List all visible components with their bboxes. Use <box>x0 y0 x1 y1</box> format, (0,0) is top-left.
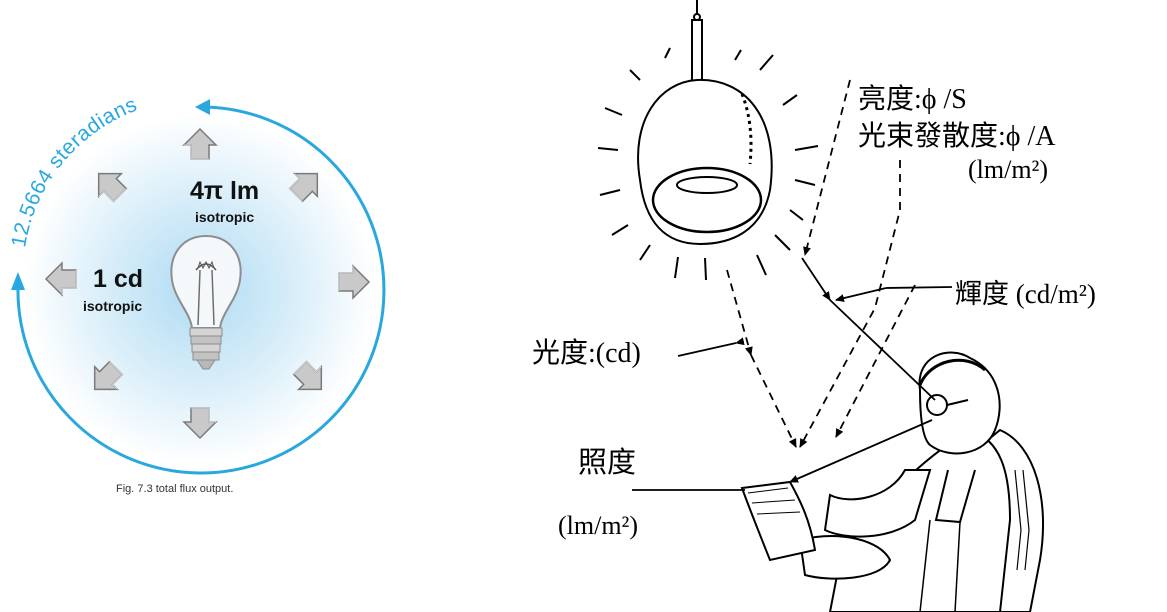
flux-sub: isotropic <box>195 209 254 225</box>
total-flux-diagram: 12.5664 steradians 4π lm isotropic 1 cd … <box>7 93 386 495</box>
intensity-sub: isotropic <box>83 298 142 314</box>
exitance-label: 光束發散度:ϕ /A <box>858 120 1056 152</box>
luminance-label: 亮度:ϕ /S <box>858 83 967 115</box>
flux-value: 4π lm <box>190 177 259 205</box>
illuminance-unit: (lm/m²) <box>558 511 638 540</box>
figure-caption: Fig. 7.3 total flux output. <box>116 483 233 495</box>
brightness-label: 輝度 (cd/m²) <box>955 279 1096 309</box>
reading-person-icon <box>740 351 1044 612</box>
light-bulb-icon <box>170 234 242 370</box>
illuminance-label: 照度 <box>578 446 636 479</box>
photometry-diagram: 亮度:ϕ /S 光束發散度:ϕ /A (lm/m²) 輝度 (cd/m²) 光度… <box>532 0 1096 612</box>
exitance-unit: (lm/m²) <box>968 155 1048 184</box>
intensity-value: 1 cd <box>93 265 143 293</box>
steradian-arc <box>16 105 386 475</box>
intensity-label: 光度:(cd) <box>532 337 641 369</box>
pendant-lamp-icon <box>597 0 819 281</box>
